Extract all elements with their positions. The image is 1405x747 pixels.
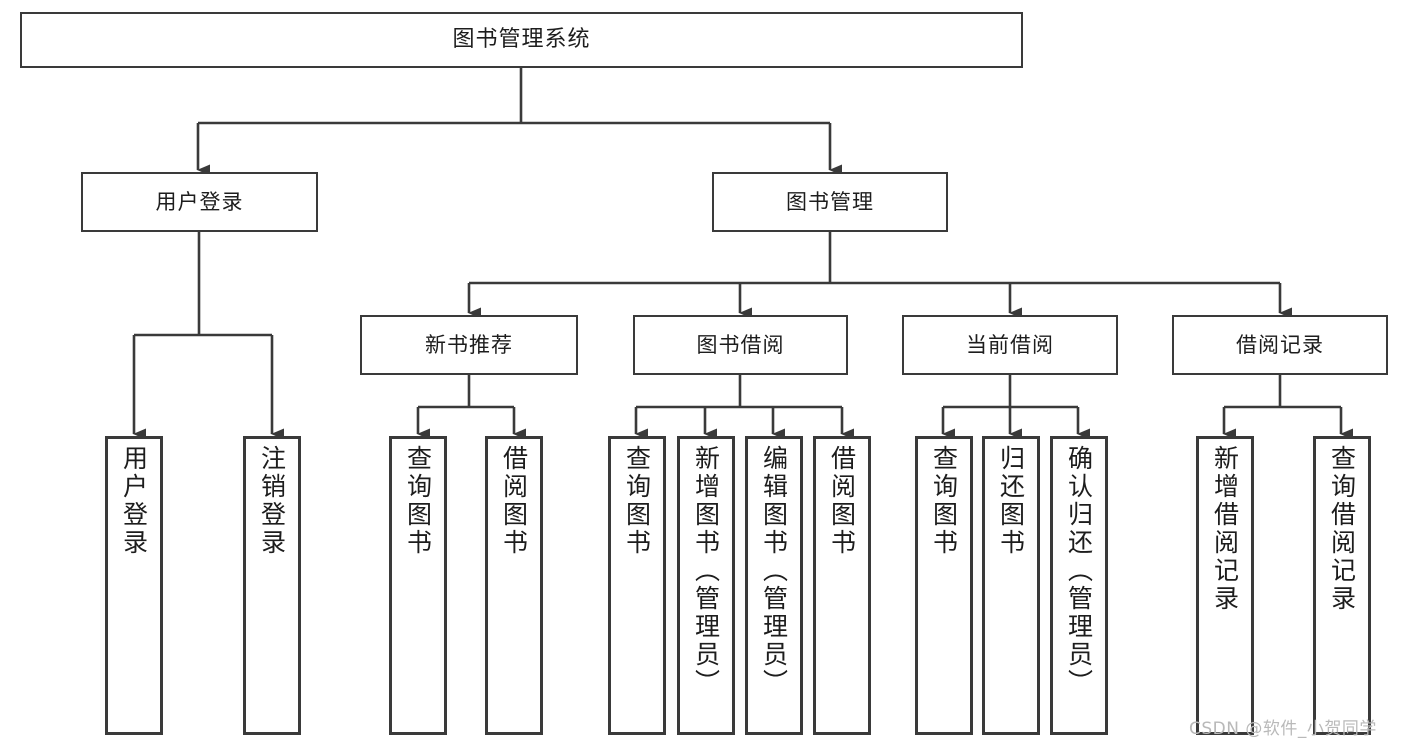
leaf-logout-login-label: 注销登录 — [257, 445, 287, 557]
node-root-label: 图书管理系统 — [452, 27, 591, 53]
leaf-borrow-book-2-label: 借阅图书 — [827, 445, 857, 557]
node-borrow-record[interactable]: 借阅记录 — [1172, 315, 1388, 375]
node-book-borrow[interactable]: 图书借阅 — [633, 315, 848, 375]
leaf-query-record-label: 查询借阅记录 — [1327, 445, 1357, 613]
leaf-query-book-2[interactable]: 查询图书 — [608, 436, 666, 735]
node-user-login-label: 用户登录 — [155, 189, 244, 214]
leaf-borrow-book-2[interactable]: 借阅图书 — [813, 436, 871, 735]
node-new-book-recommend[interactable]: 新书推荐 — [360, 315, 578, 375]
leaf-edit-book-label: 编辑图书（管理员） — [759, 445, 789, 697]
node-new-book-recommend-label: 新书推荐 — [425, 332, 513, 357]
node-user-login[interactable]: 用户登录 — [81, 172, 318, 232]
node-book-management[interactable]: 图书管理 — [712, 172, 948, 232]
leaf-query-book-3-label: 查询图书 — [929, 445, 959, 557]
leaf-confirm-return[interactable]: 确认归还（管理员） — [1050, 436, 1108, 735]
leaf-add-record[interactable]: 新增借阅记录 — [1196, 436, 1254, 735]
leaf-query-book-1[interactable]: 查询图书 — [389, 436, 447, 735]
leaf-add-record-label: 新增借阅记录 — [1210, 445, 1240, 613]
leaf-confirm-return-label: 确认归还（管理员） — [1064, 445, 1094, 697]
leaf-edit-book[interactable]: 编辑图书（管理员） — [745, 436, 803, 735]
leaf-logout-login[interactable]: 注销登录 — [243, 436, 301, 735]
leaf-query-book-2-label: 查询图书 — [622, 445, 652, 557]
node-book-borrow-label: 图书借阅 — [696, 332, 785, 357]
node-current-borrow[interactable]: 当前借阅 — [902, 315, 1118, 375]
leaf-borrow-book-1-label: 借阅图书 — [499, 445, 529, 557]
leaf-query-record[interactable]: 查询借阅记录 — [1313, 436, 1371, 735]
leaf-user-login[interactable]: 用户登录 — [105, 436, 163, 735]
leaf-add-book[interactable]: 新增图书（管理员） — [677, 436, 735, 735]
leaf-add-book-label: 新增图书（管理员） — [691, 445, 721, 697]
leaf-return-book-label: 归还图书 — [996, 445, 1026, 557]
leaf-query-book-3[interactable]: 查询图书 — [915, 436, 973, 735]
leaf-user-login-label: 用户登录 — [119, 445, 149, 557]
leaf-query-book-1-label: 查询图书 — [403, 445, 433, 557]
node-current-borrow-label: 当前借阅 — [966, 332, 1054, 357]
leaf-borrow-book-1[interactable]: 借阅图书 — [485, 436, 543, 735]
node-book-management-label: 图书管理 — [786, 189, 874, 214]
leaf-return-book[interactable]: 归还图书 — [982, 436, 1040, 735]
node-borrow-record-label: 借阅记录 — [1236, 332, 1324, 357]
node-root[interactable]: 图书管理系统 — [20, 12, 1023, 68]
